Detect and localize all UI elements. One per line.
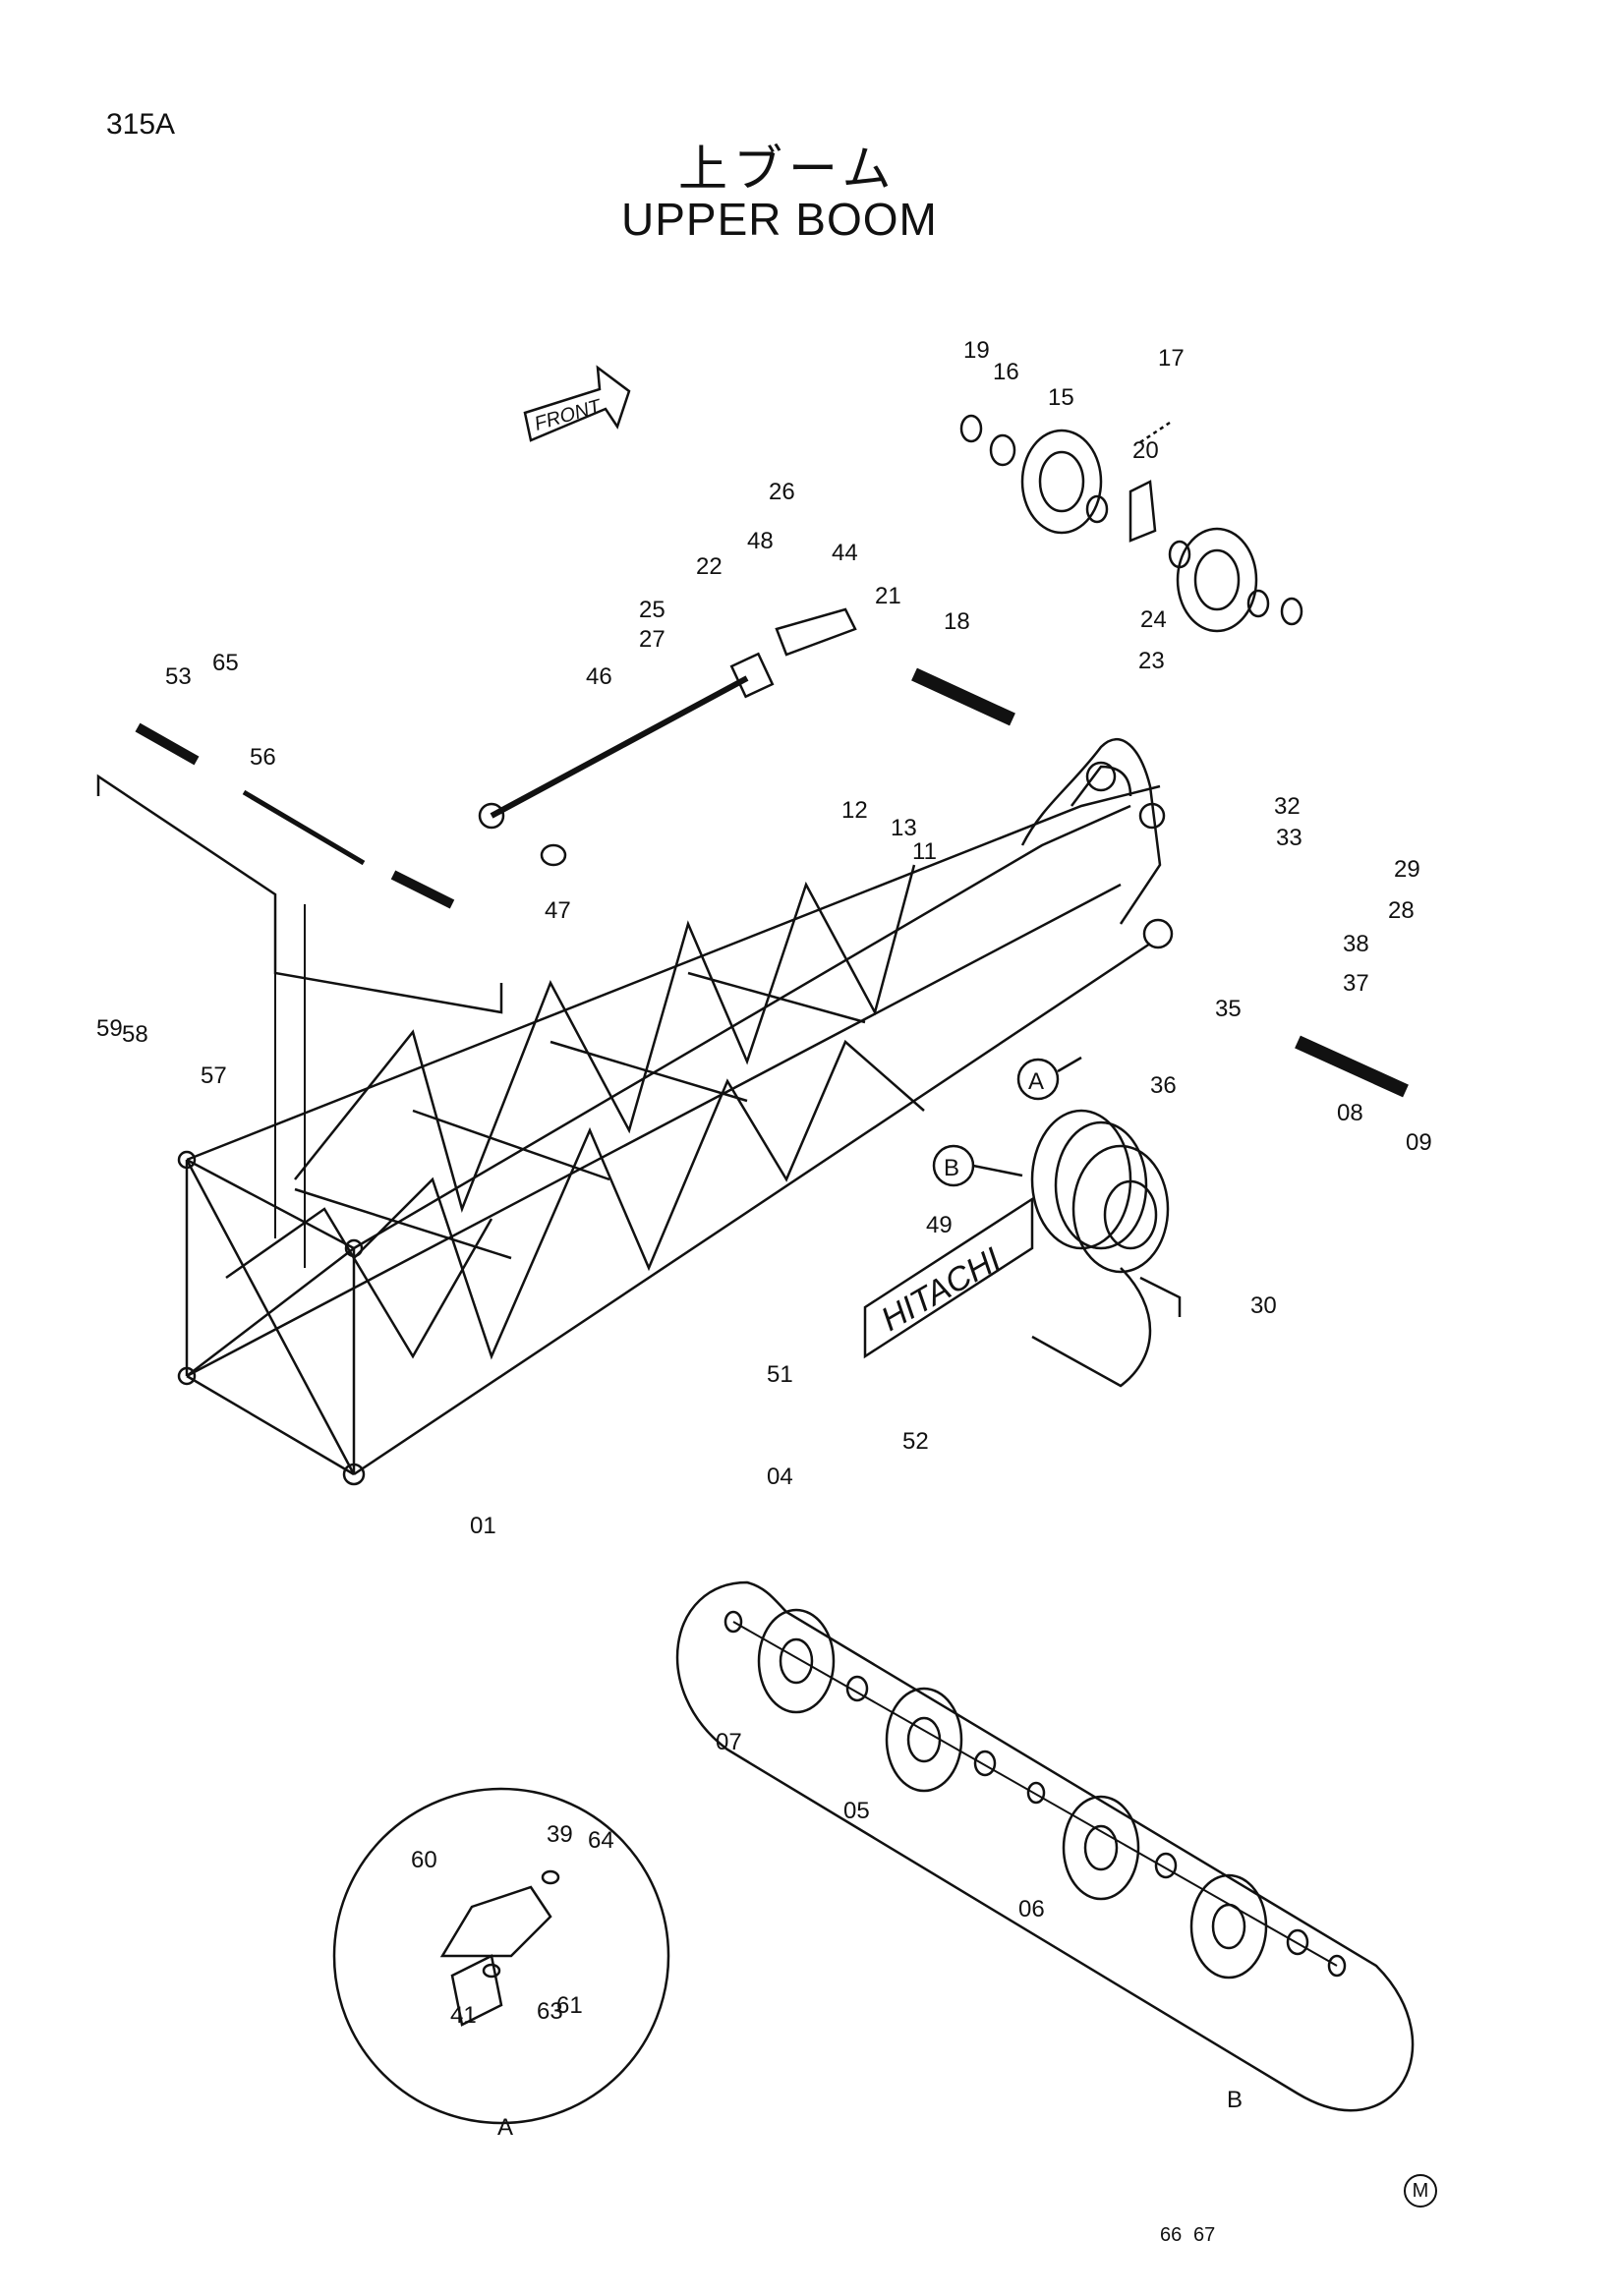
part-label: 63 [537, 1998, 563, 2025]
upper-boom-frame [177, 738, 1174, 1486]
part-label: 35 [1215, 996, 1242, 1022]
part-label: 13 [891, 815, 917, 841]
top-sheave-assembly [959, 414, 1303, 633]
part-label: 64 [588, 1827, 614, 1854]
part-label: 65 [212, 650, 239, 676]
part-label: 44 [832, 540, 858, 566]
part-label: 27 [639, 626, 665, 653]
part-label: 01 [470, 1513, 496, 1539]
detail-a-circle: A [332, 1787, 670, 2141]
part-label: 18 [944, 608, 970, 635]
part-label: 53 [165, 663, 192, 690]
part-label: 52 [902, 1428, 929, 1455]
shafts-right [911, 667, 1409, 1098]
part-label: 20 [1132, 437, 1159, 464]
part-label: 25 [639, 597, 665, 623]
part-label: 33 [1276, 825, 1302, 851]
page-code: 315A [106, 108, 176, 141]
part-label: 11 [912, 838, 937, 865]
part-label: 29 [1394, 856, 1420, 883]
part-label: 51 [767, 1361, 793, 1388]
part-label: 49 [926, 1212, 953, 1238]
detail-a-label: A [497, 2114, 513, 2141]
part-label: 48 [747, 528, 774, 554]
part-label: 09 [1406, 1129, 1432, 1156]
part-label: 36 [1150, 1072, 1177, 1099]
part-label: 16 [993, 359, 1019, 385]
svg-text:B: B [944, 1155, 959, 1181]
part-label: 67 [1193, 2224, 1215, 2246]
part-label: 32 [1274, 793, 1301, 820]
part-label: 66 [1160, 2224, 1182, 2246]
callout-a: A [1016, 1056, 1082, 1101]
front-arrow-icon: FRONT [523, 365, 631, 442]
detail-b-capsule: B [675, 1580, 1415, 2113]
part-label: 60 [411, 1847, 437, 1873]
part-label: 19 [963, 337, 990, 364]
title-english: UPPER BOOM [621, 194, 938, 245]
part-label: 46 [586, 663, 612, 690]
part-label: 05 [843, 1798, 870, 1824]
part-label: 39 [547, 1821, 573, 1848]
part-label: 21 [875, 583, 901, 609]
part-label: 59 [96, 1015, 123, 1042]
part-label: 28 [1388, 897, 1415, 924]
part-label: 58 [122, 1021, 148, 1048]
part-label: 06 [1018, 1896, 1045, 1923]
part-label: 37 [1343, 970, 1369, 997]
tie-rods-left [96, 722, 503, 1268]
part-label: 24 [1140, 606, 1167, 633]
part-label: 22 [696, 553, 723, 580]
part-label: 47 [545, 897, 571, 924]
part-label: 56 [250, 744, 276, 771]
svg-text:A: A [1028, 1068, 1044, 1095]
b-sheave-pack [1030, 1109, 1182, 1388]
part-number-labels: 01 04 05 06 07 08 09 11 12 13 15 16 17 1… [96, 337, 1432, 2246]
part-label: 57 [201, 1062, 227, 1089]
detail-b-label: B [1227, 2087, 1243, 2113]
part-label: 12 [841, 797, 868, 824]
part-label: 41 [450, 2002, 477, 2029]
part-label: 38 [1343, 931, 1369, 957]
part-label: 30 [1250, 1292, 1277, 1319]
part-label: 17 [1158, 345, 1185, 372]
part-label: 07 [716, 1729, 742, 1755]
part-label: 08 [1337, 1100, 1363, 1126]
title-japanese: 上ブーム [678, 141, 897, 198]
part-label: 04 [767, 1464, 793, 1490]
callout-b: B [932, 1144, 1023, 1187]
part-label: 61 [556, 1992, 583, 2019]
m-mark-icon: M [1404, 2174, 1437, 2208]
part-label: 23 [1138, 648, 1165, 674]
part-label: 26 [769, 479, 795, 505]
pendant-rod [478, 607, 857, 867]
part-label: 15 [1048, 384, 1074, 411]
